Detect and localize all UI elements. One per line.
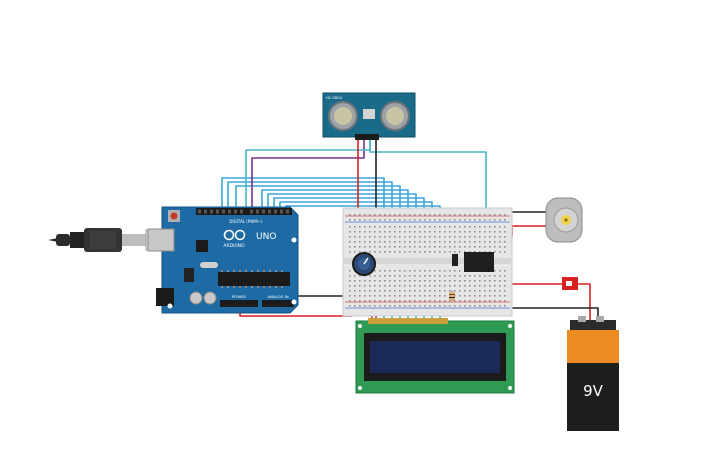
sensor-pin-header <box>355 134 379 140</box>
usb-chip <box>196 240 208 252</box>
battery-snap <box>570 320 616 330</box>
digital-header <box>196 208 292 215</box>
driver-chip[interactable] <box>452 252 494 272</box>
breadboard-channel <box>343 258 512 264</box>
power-label: POWER <box>232 294 246 299</box>
logo-text: ARDUINO <box>223 243 245 249</box>
digital-pins <box>198 209 289 214</box>
crystal <box>200 262 218 268</box>
wire-switch-batt[interactable] <box>578 283 591 322</box>
battery-top <box>567 330 619 363</box>
power-header <box>220 300 258 307</box>
wire-trig[interactable] <box>251 140 365 210</box>
lcd-screen <box>370 341 500 373</box>
wire-echo-2[interactable] <box>245 140 371 210</box>
lcd-pin-header <box>368 318 448 324</box>
regulator <box>184 268 194 282</box>
battery-9v[interactable]: 9V <box>567 316 619 431</box>
analog-header <box>262 300 294 307</box>
analog-label: ANALOG IN <box>267 294 288 299</box>
dc-motor[interactable] <box>545 197 583 243</box>
potentiometer[interactable] <box>352 252 376 276</box>
model-text: UNO <box>256 232 276 242</box>
atmega-chip <box>218 272 290 286</box>
arduino-logo-icon <box>223 229 246 241</box>
sensor-name: HC-SR04 <box>326 96 343 100</box>
sensor-crystal <box>363 109 375 119</box>
breadboard-holes <box>349 214 506 307</box>
battery-label: 9V <box>583 382 604 400</box>
usb-jack <box>147 228 175 252</box>
ultrasonic-sensor[interactable]: HC-SR04 <box>322 92 416 140</box>
battery-body <box>567 363 619 431</box>
arduino-uno[interactable]: DIGITAL (PWM~) UNO ARDUINO POWER <box>147 206 299 314</box>
capacitor-1 <box>189 291 203 305</box>
slide-switch[interactable] <box>562 277 578 290</box>
resistor[interactable] <box>449 290 455 302</box>
capacitor-2 <box>203 291 217 305</box>
power-jack <box>156 288 174 306</box>
lcd-display[interactable] <box>355 318 515 394</box>
atmega-pins <box>221 270 283 288</box>
digital-label: DIGITAL (PWM~) <box>229 219 263 224</box>
breadboard[interactable] <box>342 207 513 317</box>
